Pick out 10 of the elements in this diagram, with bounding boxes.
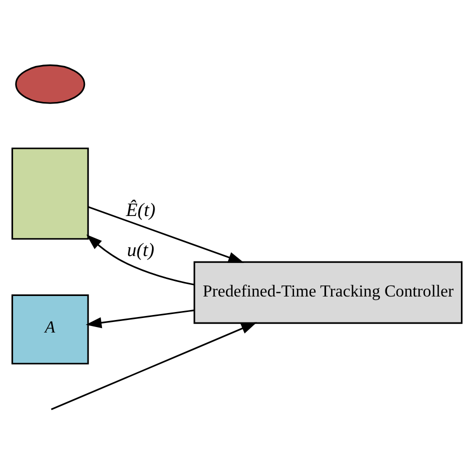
arrow [86,309,194,328]
arrow [86,234,194,285]
arrow [88,206,244,262]
edge-label: Ê(t) [126,200,156,221]
node-box [11,147,89,240]
arrow [50,322,257,410]
node-box: A [11,294,89,364]
node-box: Predefined-Time Tracking Controller [194,260,463,324]
node-ellipse [15,64,86,104]
edge-label: u(t) [127,240,154,261]
